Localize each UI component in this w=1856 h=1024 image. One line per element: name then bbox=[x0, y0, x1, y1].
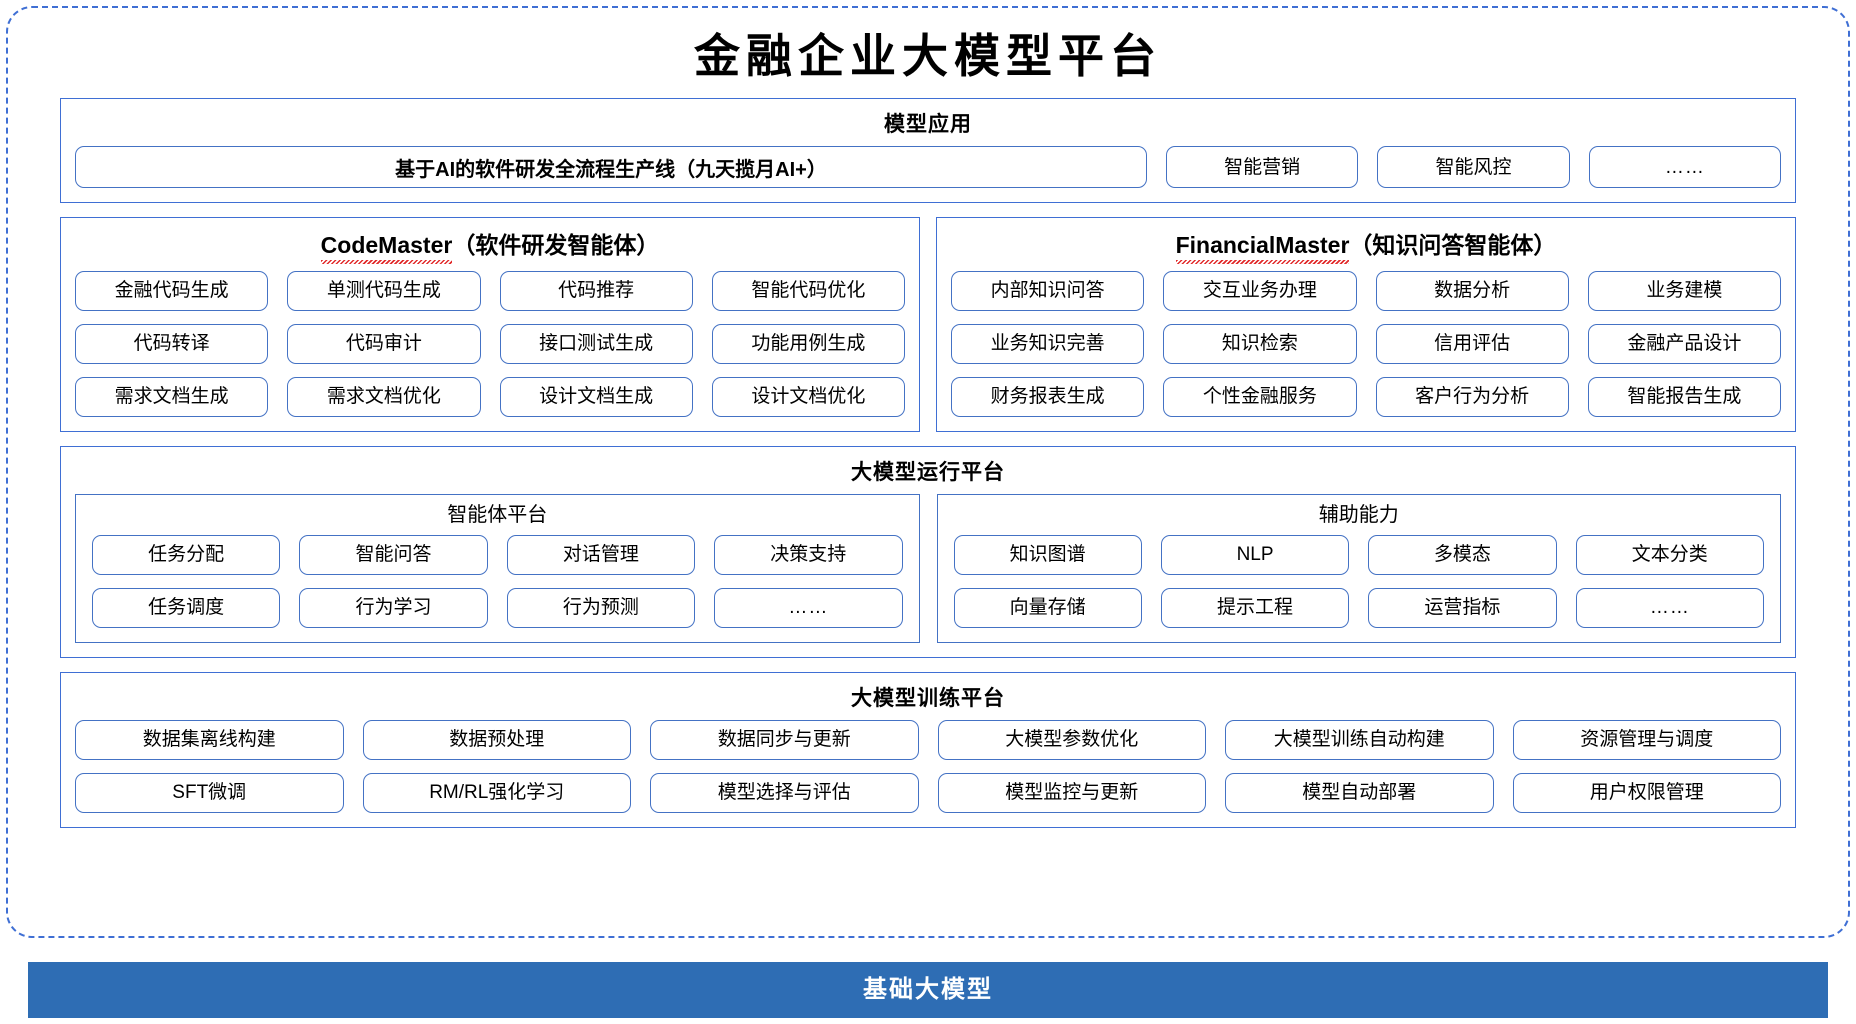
auxiliary-capability-row-2: 向量存储 提示工程 运营指标 …… bbox=[953, 587, 1764, 628]
auxiliary-capability-item[interactable]: 提示工程 bbox=[1160, 587, 1350, 628]
agent-platform-row-2: 任务调度 行为学习 行为预测 …… bbox=[92, 587, 903, 628]
training-platform-item[interactable]: 大模型参数优化 bbox=[937, 719, 1206, 760]
code-master-item[interactable]: 需求文档优化 bbox=[287, 376, 481, 417]
financial-master-item[interactable]: 财务报表生成 bbox=[951, 376, 1145, 417]
financial-master-item[interactable]: 智能报告生成 bbox=[1587, 376, 1781, 417]
training-platform-item[interactable]: 模型监控与更新 bbox=[937, 772, 1206, 813]
financial-master-item[interactable]: 客户行为分析 bbox=[1375, 376, 1569, 417]
code-master-item[interactable]: 功能用例生成 bbox=[711, 323, 905, 364]
financial-master-item[interactable]: 金融产品设计 bbox=[1587, 323, 1781, 364]
training-platform-row-2: SFT微调 RM/RL强化学习 模型选择与评估 模型监控与更新 模型自动部署 用… bbox=[75, 772, 1781, 813]
agent-platform-item[interactable]: 行为预测 bbox=[506, 587, 696, 628]
training-platform-item[interactable]: 大模型训练自动构建 bbox=[1225, 719, 1494, 760]
financial-master-item[interactable]: 业务建模 bbox=[1587, 270, 1781, 311]
agent-platform-item-more[interactable]: …… bbox=[714, 587, 903, 628]
section-model-application: 模型应用 基于AI的软件研发全流程生产线（九天揽月AI+） 智能营销 智能风控 … bbox=[60, 98, 1796, 204]
section-financial-master: FinancialMaster（知识问答智能体） 内部知识问答 交互业务办理 数… bbox=[936, 217, 1796, 432]
panel-agent-platform: 智能体平台 任务分配 智能问答 对话管理 决策支持 任务调度 行为学习 行为预测… bbox=[75, 493, 920, 643]
financial-master-item[interactable]: 交互业务办理 bbox=[1163, 270, 1357, 311]
financial-master-item[interactable]: 数据分析 bbox=[1375, 270, 1569, 311]
auxiliary-capability-item[interactable]: 运营指标 bbox=[1368, 587, 1557, 628]
training-platform-item[interactable]: SFT微调 bbox=[75, 772, 344, 813]
app-item-ai-pipeline[interactable]: 基于AI的软件研发全流程生产线（九天揽月AI+） bbox=[75, 146, 1147, 189]
financial-master-suffix: （知识问答智能体） bbox=[1349, 232, 1557, 259]
code-master-row-1: 金融代码生成 单测代码生成 代码推荐 智能代码优化 bbox=[75, 270, 905, 311]
agent-platform-item[interactable]: 智能问答 bbox=[299, 534, 488, 575]
code-master-item[interactable]: 单测代码生成 bbox=[287, 270, 481, 311]
training-platform-item[interactable]: 用户权限管理 bbox=[1512, 772, 1781, 813]
financial-master-name: FinancialMaster bbox=[1175, 232, 1349, 265]
financial-master-row-2: 业务知识完善 知识检索 信用评估 金融产品设计 bbox=[951, 323, 1781, 364]
training-platform-item[interactable]: 数据同步与更新 bbox=[650, 719, 919, 760]
agent-platform-row-1: 任务分配 智能问答 对话管理 决策支持 bbox=[92, 534, 903, 575]
training-platform-item[interactable]: 资源管理与调度 bbox=[1512, 719, 1781, 760]
agent-platform-item[interactable]: 任务分配 bbox=[92, 534, 281, 575]
code-master-suffix: （软件研发智能体） bbox=[452, 232, 660, 259]
app-item-smart-risk-control[interactable]: 智能风控 bbox=[1377, 146, 1570, 189]
section-title-training-platform: 大模型训练平台 bbox=[851, 686, 1005, 710]
runtime-panels-row: 智能体平台 任务分配 智能问答 对话管理 决策支持 任务调度 行为学习 行为预测… bbox=[75, 493, 1781, 643]
code-master-item[interactable]: 设计文档优化 bbox=[711, 376, 905, 417]
panel-auxiliary-capability: 辅助能力 知识图谱 NLP 多模态 文本分类 向量存储 提示工程 运营指标 …… bbox=[936, 493, 1781, 643]
code-master-item[interactable]: 代码审计 bbox=[287, 323, 481, 364]
model-application-row: 基于AI的软件研发全流程生产线（九天揽月AI+） 智能营销 智能风控 …… bbox=[75, 146, 1781, 189]
section-title-runtime-platform: 大模型运行平台 bbox=[851, 460, 1005, 484]
section-training-platform: 大模型训练平台 数据集离线构建 数据预处理 数据同步与更新 大模型参数优化 大模… bbox=[60, 671, 1796, 828]
training-platform-item[interactable]: 数据集离线构建 bbox=[75, 719, 344, 760]
panel-title-agent-platform: 智能体平台 bbox=[447, 503, 548, 526]
code-master-item[interactable]: 代码推荐 bbox=[499, 270, 693, 311]
training-platform-row-1: 数据集离线构建 数据预处理 数据同步与更新 大模型参数优化 大模型训练自动构建 … bbox=[75, 719, 1781, 760]
code-master-item[interactable]: 智能代码优化 bbox=[711, 270, 905, 311]
financial-master-item[interactable]: 个性金融服务 bbox=[1163, 376, 1357, 417]
section-title-financial-master: FinancialMaster（知识问答智能体） bbox=[951, 228, 1781, 270]
financial-master-item[interactable]: 内部知识问答 bbox=[951, 270, 1145, 311]
code-master-item[interactable]: 设计文档生成 bbox=[499, 376, 693, 417]
financial-master-row-1: 内部知识问答 交互业务办理 数据分析 业务建模 bbox=[951, 270, 1781, 311]
footer-banner-label: 基础大模型 bbox=[863, 976, 993, 1003]
code-master-item[interactable]: 接口测试生成 bbox=[499, 323, 693, 364]
agent-platform-item[interactable]: 决策支持 bbox=[714, 534, 903, 575]
code-master-item[interactable]: 金融代码生成 bbox=[75, 270, 269, 311]
section-title-model-application: 模型应用 bbox=[884, 113, 972, 136]
training-platform-item[interactable]: 模型自动部署 bbox=[1225, 772, 1494, 813]
code-master-name: CodeMaster bbox=[320, 232, 452, 265]
auxiliary-capability-item-more[interactable]: …… bbox=[1575, 587, 1764, 628]
section-runtime-platform: 大模型运行平台 智能体平台 任务分配 智能问答 对话管理 决策支持 任务调度 行… bbox=[60, 445, 1796, 658]
code-master-item[interactable]: 代码转译 bbox=[75, 323, 269, 364]
agent-platform-item[interactable]: 任务调度 bbox=[92, 587, 281, 628]
page-title: 金融企业大模型平台 bbox=[694, 31, 1162, 82]
panel-title-auxiliary-capability: 辅助能力 bbox=[1318, 503, 1399, 526]
app-item-more[interactable]: …… bbox=[1588, 146, 1781, 189]
auxiliary-capability-item[interactable]: 知识图谱 bbox=[953, 534, 1142, 575]
app-item-smart-marketing[interactable]: 智能营销 bbox=[1166, 146, 1359, 189]
financial-master-row-3: 财务报表生成 个性金融服务 客户行为分析 智能报告生成 bbox=[951, 376, 1781, 417]
training-platform-item[interactable]: RM/RL强化学习 bbox=[362, 772, 631, 813]
agent-platform-item[interactable]: 行为学习 bbox=[299, 587, 488, 628]
auxiliary-capability-item[interactable]: NLP bbox=[1160, 534, 1350, 575]
auxiliary-capability-item[interactable]: 向量存储 bbox=[953, 587, 1142, 628]
code-master-row-3: 需求文档生成 需求文档优化 设计文档生成 设计文档优化 bbox=[75, 376, 905, 417]
auxiliary-capability-item[interactable]: 文本分类 bbox=[1575, 534, 1764, 575]
section-code-master: CodeMaster（软件研发智能体） 金融代码生成 单测代码生成 代码推荐 智… bbox=[60, 217, 920, 432]
financial-master-item[interactable]: 信用评估 bbox=[1375, 323, 1569, 364]
section-title-code-master: CodeMaster（软件研发智能体） bbox=[75, 228, 905, 270]
financial-master-item[interactable]: 业务知识完善 bbox=[951, 323, 1145, 364]
agents-row: CodeMaster（软件研发智能体） 金融代码生成 单测代码生成 代码推荐 智… bbox=[60, 217, 1796, 432]
financial-master-item[interactable]: 知识检索 bbox=[1163, 323, 1357, 364]
code-master-item[interactable]: 需求文档生成 bbox=[75, 376, 269, 417]
outer-dashed-frame: 金融企业大模型平台 模型应用 基于AI的软件研发全流程生产线（九天揽月AI+） … bbox=[6, 6, 1850, 938]
training-platform-item[interactable]: 数据预处理 bbox=[362, 719, 631, 760]
training-platform-item[interactable]: 模型选择与评估 bbox=[650, 772, 919, 813]
code-master-row-2: 代码转译 代码审计 接口测试生成 功能用例生成 bbox=[75, 323, 905, 364]
agent-platform-item[interactable]: 对话管理 bbox=[506, 534, 696, 575]
auxiliary-capability-item[interactable]: 多模态 bbox=[1368, 534, 1557, 575]
footer-banner-base-model: 基础大模型 bbox=[28, 962, 1828, 1018]
auxiliary-capability-row-1: 知识图谱 NLP 多模态 文本分类 bbox=[953, 534, 1764, 575]
